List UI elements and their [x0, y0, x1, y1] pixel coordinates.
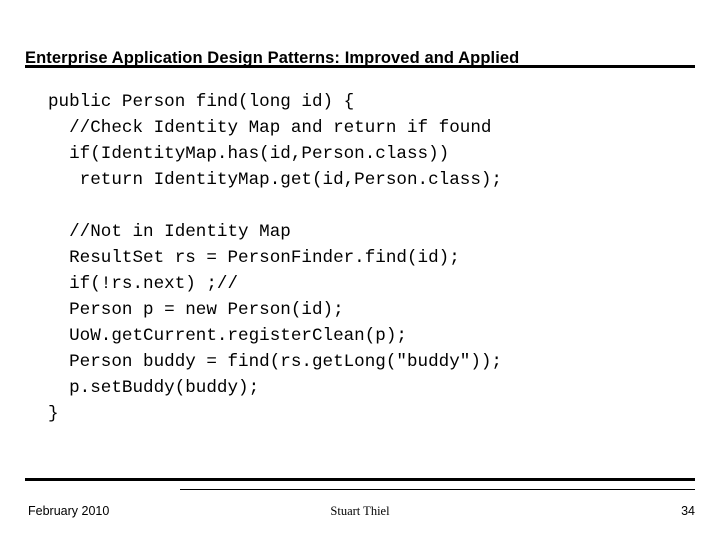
code-line: if(!rs.next) ;// [48, 274, 239, 294]
code-line: } [48, 404, 59, 424]
code-line [48, 193, 688, 219]
code-listing: public Person find(long id) { //Check Id… [48, 89, 688, 427]
code-line: //Check Identity Map and return if found [48, 118, 492, 138]
footer-page-number: 34 [681, 504, 695, 518]
footer-divider-thick [25, 478, 695, 481]
code-line: Person buddy = find(rs.getLong("buddy"))… [48, 352, 502, 372]
code-line: p.setBuddy(buddy); [48, 378, 260, 398]
code-line: Person p = new Person(id); [48, 300, 344, 320]
footer-author: Stuart Thiel [330, 504, 390, 518]
footer-date: February 2010 [28, 504, 110, 518]
code-line: public Person find(long id) { [48, 92, 355, 112]
code-line: if(IdentityMap.has(id,Person.class)) [48, 144, 450, 164]
slide-footer: February 2010 Stuart Thiel 34 [0, 503, 720, 525]
code-line: UoW.getCurrent.registerClean(p); [48, 326, 407, 346]
code-line: //Not in Identity Map [48, 222, 291, 242]
code-line: ResultSet rs = PersonFinder.find(id); [48, 248, 460, 268]
title-divider [25, 65, 695, 68]
code-line: return IdentityMap.get(id,Person.class); [48, 170, 502, 190]
footer-divider-thin [180, 489, 695, 490]
page-title: Enterprise Application Design Patterns: … [25, 49, 520, 68]
